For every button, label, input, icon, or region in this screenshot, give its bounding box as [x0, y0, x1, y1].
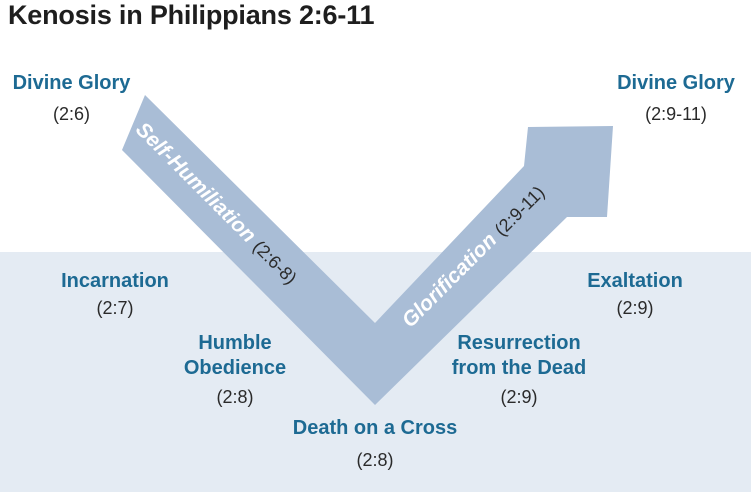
humble-obedience-line2: Obedience — [183, 357, 287, 379]
divine-glory-left-ref: (2:6) — [52, 104, 90, 124]
exaltation-label: Exaltation — [587, 270, 683, 292]
arrow-down-label: Self-Humiliation(2:6-8) — [131, 118, 302, 289]
divine-glory-right-ref: (2:9-11) — [645, 104, 707, 124]
humble-obedience-line1: Humble — [198, 332, 272, 354]
page-title: Kenosis in Philippians 2:6-11 — [8, 0, 375, 30]
divine-glory-right-label: Divine Glory — [617, 72, 735, 94]
self-humiliation-text: Self-Humiliation — [131, 118, 260, 247]
humble-obedience-ref: (2:8) — [216, 387, 254, 407]
resurrection-line1: Resurrection — [457, 332, 581, 354]
resurrection-ref: (2:9) — [500, 387, 538, 407]
v-arrow-shape — [122, 95, 613, 405]
death-on-cross-label: Death on a Cross — [292, 417, 458, 439]
death-on-cross-ref: (2:8) — [356, 450, 394, 470]
incarnation-label: Incarnation — [61, 270, 169, 292]
divine-glory-left-label: Divine Glory — [12, 72, 131, 94]
exaltation-ref: (2:9) — [616, 298, 654, 318]
incarnation-ref: (2:7) — [96, 298, 134, 318]
resurrection-line2: from the Dead — [451, 357, 587, 379]
